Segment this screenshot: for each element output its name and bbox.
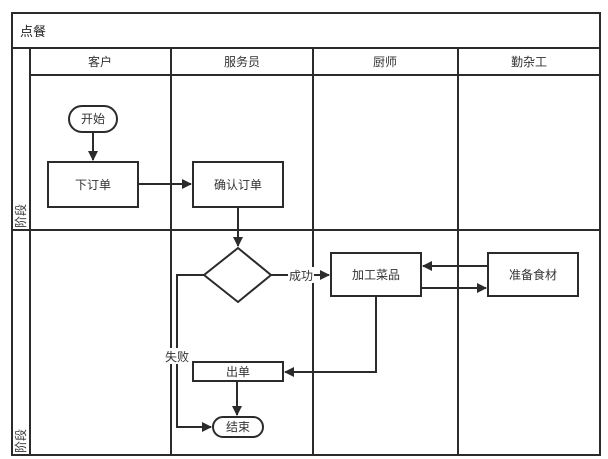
phase-label-1: 阶段 [13, 204, 28, 228]
lane-header-waiter: 服务员 [224, 54, 260, 69]
decision-node[interactable] [202, 246, 273, 304]
lane-header-customer: 客户 [88, 54, 112, 69]
edge-label-failure: 失败 [165, 349, 189, 364]
failure-label-bg [164, 348, 190, 364]
prepare-node[interactable] [487, 252, 579, 297]
success-label-bg [288, 267, 314, 283]
lane-header-helper: 勤杂工 [511, 55, 547, 69]
edge-cook-to-serve [284, 296, 377, 377]
pool-frame [11, 12, 601, 456]
end-node-label: 结束 [226, 420, 250, 434]
prepare-label: 准备食材 [509, 267, 557, 282]
phase-label-2: 阶段 [13, 429, 28, 453]
pool-title: 点餐 [20, 24, 46, 40]
place-order-node[interactable] [47, 161, 139, 208]
lane-header-chef: 厨师 [373, 55, 397, 69]
start-node-label: 开始 [81, 112, 105, 126]
edge-label-success: 成功 [289, 269, 313, 283]
cook-node[interactable] [330, 252, 422, 297]
end-node[interactable] [212, 416, 264, 438]
serve-label: 出单 [226, 365, 250, 379]
cook-label: 加工菜品 [352, 268, 400, 282]
confirm-order-label: 确认订单 [214, 178, 262, 192]
place-order-label: 下订单 [75, 178, 111, 192]
confirm-order-node[interactable] [192, 161, 284, 208]
